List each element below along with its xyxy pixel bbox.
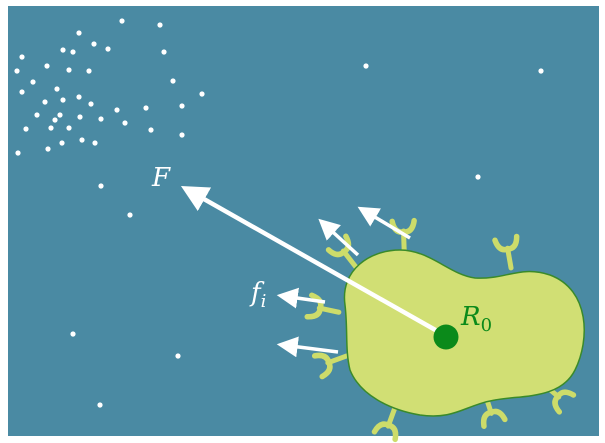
particle-dot (44, 63, 49, 68)
particle-dot (105, 46, 110, 51)
particle-dot (77, 114, 82, 119)
particle-dot (19, 89, 24, 94)
particle-dot (143, 105, 148, 110)
particle-dot (14, 68, 19, 73)
particle-dot (57, 112, 62, 117)
particle-dot (60, 47, 65, 52)
particle-dot (179, 132, 184, 137)
particle-dot (97, 402, 102, 407)
particle-dot (23, 126, 28, 131)
particle-dot (19, 54, 24, 59)
centroid-label-sub: 0 (481, 315, 492, 336)
particle-dot (54, 86, 59, 91)
particle-dot (475, 174, 480, 179)
particle-dot (161, 49, 166, 54)
particle-dot (119, 18, 124, 23)
particle-dot (59, 140, 64, 145)
particle-dot (86, 68, 91, 73)
particle-dot (70, 49, 75, 54)
particle-dot (42, 99, 47, 104)
particle-dot (88, 101, 93, 106)
particle-dot (175, 353, 180, 358)
particle-dot (79, 137, 84, 142)
particle-dot (34, 112, 39, 117)
particle-dot (199, 91, 204, 96)
particle-dot (66, 125, 71, 130)
particle-dot (98, 183, 103, 188)
receptor-force-label-sub: i (261, 291, 267, 312)
particle-dot (91, 41, 96, 46)
centroid-dot (434, 325, 459, 350)
particle-dot (92, 140, 97, 145)
particle-dot (45, 146, 50, 151)
particle-dot (170, 78, 175, 83)
particle-dot (60, 97, 65, 102)
particle-dot (148, 127, 153, 132)
particle-dot (70, 331, 75, 336)
particle-dot (76, 94, 81, 99)
particle-dot (179, 103, 184, 108)
particle-dot (122, 120, 127, 125)
cell-body (344, 250, 584, 416)
particle-dot (66, 67, 71, 72)
particle-dot (48, 125, 53, 130)
particle-dot (363, 63, 368, 68)
particle-dot (127, 212, 132, 217)
particle-dot (15, 150, 20, 155)
particle-dot (76, 30, 81, 35)
particle-dot (157, 22, 162, 27)
particle-dot (538, 68, 543, 73)
particle-dot (114, 107, 119, 112)
centroid-label-base: R (460, 302, 481, 332)
particle-dot (52, 117, 57, 122)
particle-dot (98, 116, 103, 121)
particle-dot (30, 79, 35, 84)
total-force-label: F (151, 163, 171, 193)
